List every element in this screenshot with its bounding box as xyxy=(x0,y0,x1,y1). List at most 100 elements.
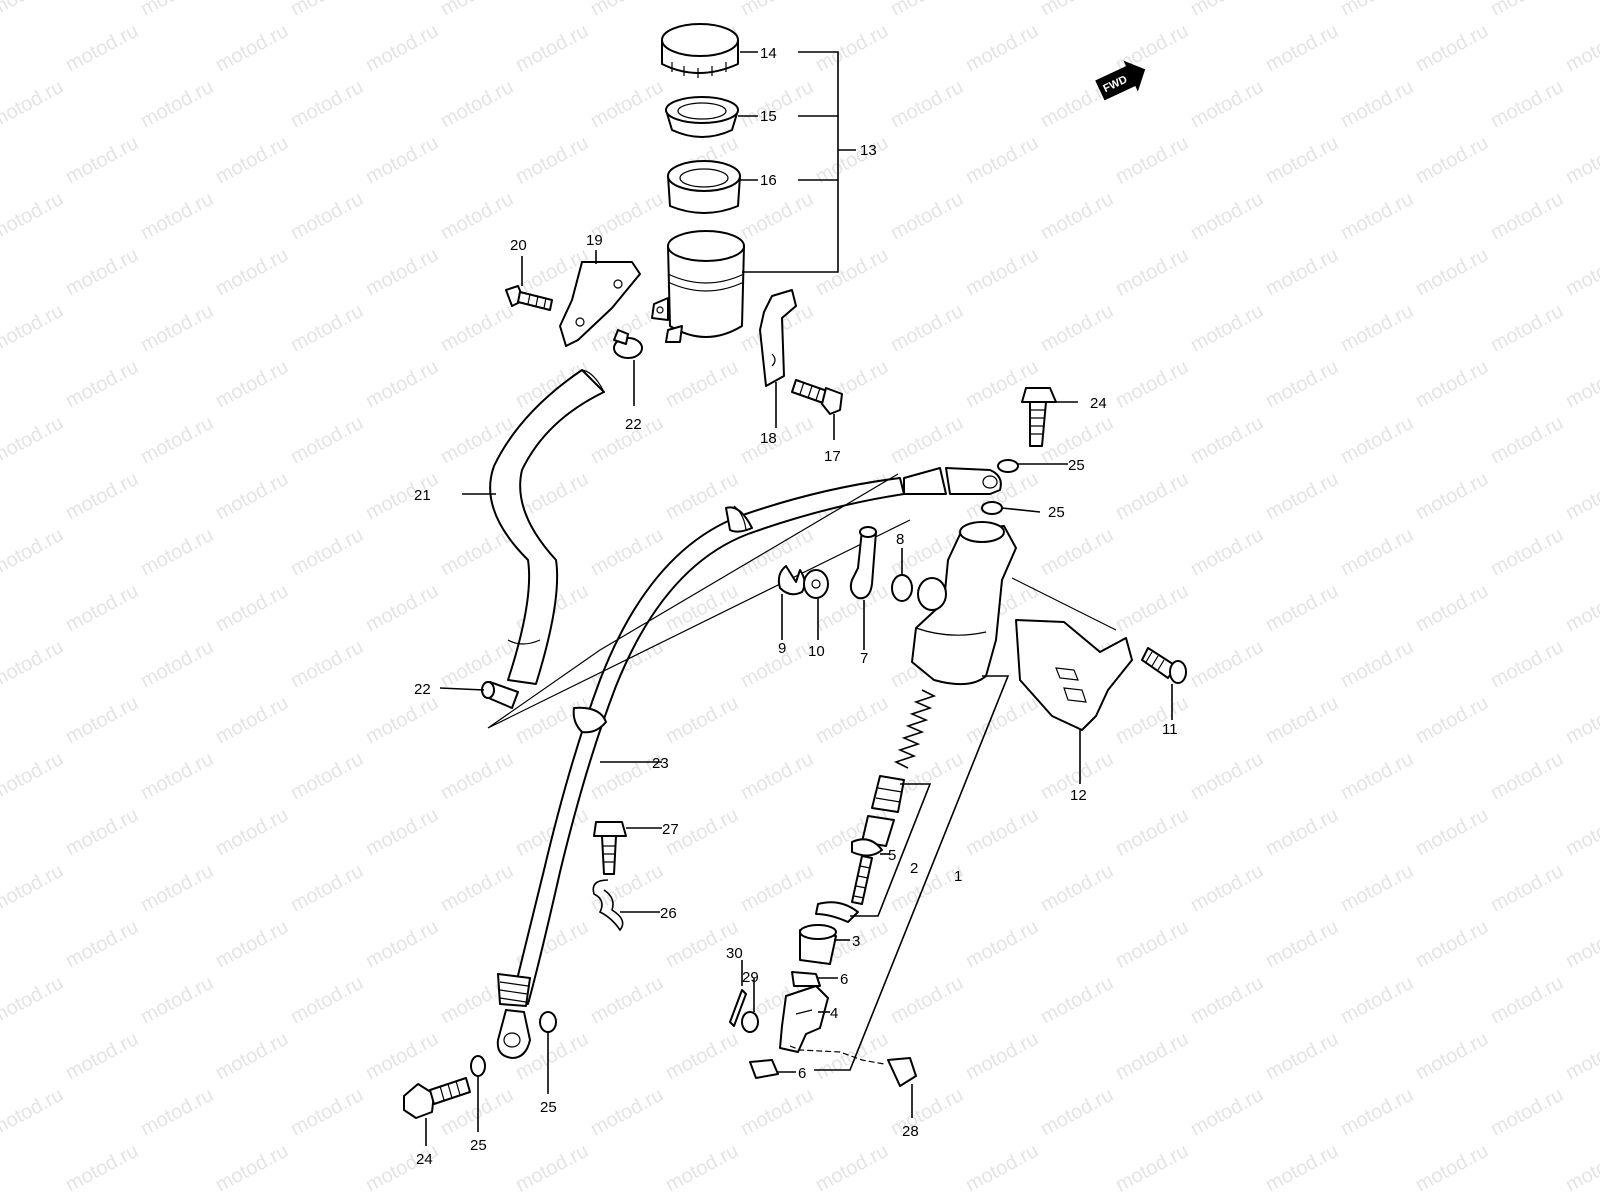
watermark-text: motod.ru xyxy=(287,860,367,916)
watermark-text: motod.ru xyxy=(812,20,892,76)
sealing-washer-lower-1 xyxy=(470,1055,486,1077)
watermark-text: motod.ru xyxy=(1262,804,1342,860)
watermark-text: motod.ru xyxy=(1487,972,1567,1028)
watermark-text: motod.ru xyxy=(212,692,292,748)
bracket-bolt xyxy=(505,285,553,311)
watermark-text: motod.ru xyxy=(1487,748,1567,804)
watermark-text: motod.ru xyxy=(137,76,217,132)
dust-boot xyxy=(799,901,859,965)
callout-4: 4 xyxy=(830,1005,838,1022)
watermark-text: motod.ru xyxy=(1112,1140,1192,1196)
sealing-washer-lower-2 xyxy=(539,1011,557,1033)
watermark-text: motod.ru xyxy=(737,860,817,916)
watermark-text: motod.ru xyxy=(1562,132,1600,188)
watermark-text: motod.ru xyxy=(1187,636,1267,692)
callout-21: 21 xyxy=(414,487,431,504)
banjo-bolt-upper xyxy=(1021,387,1057,447)
watermark-text: motod.ru xyxy=(362,916,442,972)
callout-30: 30 xyxy=(726,945,743,962)
callout-20: 20 xyxy=(510,237,527,254)
lock-nut-upper xyxy=(791,971,821,987)
watermark-text: motod.ru xyxy=(0,524,67,580)
watermark-text: motod.ru xyxy=(0,972,67,1028)
watermark-text: motod.ru xyxy=(287,748,367,804)
watermark-text: motod.ru xyxy=(437,860,517,916)
callout-19: 19 xyxy=(586,232,603,249)
watermark-text: motod.ru xyxy=(1337,972,1417,1028)
watermark-text: motod.ru xyxy=(287,300,367,356)
watermark-text: motod.ru xyxy=(287,524,367,580)
watermark-text: motod.ru xyxy=(1262,916,1342,972)
watermark-text: motod.ru xyxy=(212,916,292,972)
watermark-text: motod.ru xyxy=(1487,1084,1567,1140)
watermark-text: motod.ru xyxy=(137,748,217,804)
watermark-text: motod.ru xyxy=(1337,860,1417,916)
clevis xyxy=(779,985,829,1053)
watermark-text: motod.ru xyxy=(1187,188,1267,244)
callout-18: 18 xyxy=(760,430,777,447)
watermark-text: motod.ru xyxy=(1562,804,1600,860)
watermark-text: motod.ru xyxy=(1187,1084,1267,1140)
watermark-text: motod.ru xyxy=(362,20,442,76)
master-cylinder-body xyxy=(911,521,1017,686)
callout-16: 16 xyxy=(760,172,777,189)
reservoir-bracket xyxy=(559,261,641,347)
watermark-text: motod.ru xyxy=(1187,748,1267,804)
guard-plate-bolt xyxy=(791,379,843,415)
watermark-text: motod.ru xyxy=(362,692,442,748)
cylinder-inlet xyxy=(917,577,947,611)
callout-28: 28 xyxy=(902,1123,919,1140)
watermark-text: motod.ru xyxy=(512,20,592,76)
watermark-text: motod.ru xyxy=(962,1028,1042,1084)
circlip xyxy=(777,565,806,596)
watermark-text: motod.ru xyxy=(1037,300,1117,356)
watermark-text: motod.ru xyxy=(1112,916,1192,972)
watermark-text: motod.ru xyxy=(1112,132,1192,188)
watermark-text: motod.ru xyxy=(1562,1140,1600,1196)
watermark-text: motod.ru xyxy=(0,0,67,20)
watermark-text: motod.ru xyxy=(1112,692,1192,748)
hose-clamp-lower xyxy=(481,681,519,709)
watermark-text: motod.ru xyxy=(887,188,967,244)
forward-arrow-icon: FWD xyxy=(1095,60,1146,101)
watermark-text: motod.ru xyxy=(137,972,217,1028)
watermark-text: motod.ru xyxy=(0,76,67,132)
watermark-text: motod.ru xyxy=(437,76,517,132)
watermark-text: motod.ru xyxy=(137,188,217,244)
watermark-text: motod.ru xyxy=(1187,76,1267,132)
watermark-text: motod.ru xyxy=(437,300,517,356)
watermark-text: motod.ru xyxy=(887,76,967,132)
heat-shield-screw xyxy=(1141,647,1187,684)
watermark-text: motod.ru xyxy=(1337,0,1417,20)
watermark-text: motod.ru xyxy=(1412,468,1492,524)
watermark-text: motod.ru xyxy=(1187,524,1267,580)
watermark-text: motod.ru xyxy=(0,300,67,356)
reservoir-body xyxy=(651,230,745,343)
watermark-text: motod.ru xyxy=(587,524,667,580)
watermark-text: motod.ru xyxy=(62,580,142,636)
callout-11: 11 xyxy=(1162,721,1178,738)
watermark-text: motod.ru xyxy=(0,188,67,244)
watermark-text: motod.ru xyxy=(287,0,367,20)
diaphragm-plate xyxy=(665,96,739,138)
watermark-text: motod.ru xyxy=(1487,636,1567,692)
callout-17: 17 xyxy=(824,448,841,465)
watermark-text: motod.ru xyxy=(137,1084,217,1140)
watermark-text: motod.ru xyxy=(1262,356,1342,412)
callout-29: 29 xyxy=(742,969,759,986)
watermark-text: motod.ru xyxy=(287,76,367,132)
watermark-text: motod.ru xyxy=(212,1028,292,1084)
callout-24-upper: 24 xyxy=(1090,395,1107,412)
callout-26: 26 xyxy=(660,905,677,922)
hose-clip xyxy=(592,879,624,932)
watermark-text: motod.ru xyxy=(587,76,667,132)
callout-2: 2 xyxy=(910,860,918,877)
watermark-text: motod.ru xyxy=(1262,468,1342,524)
watermark-text: motod.ru xyxy=(362,244,442,300)
watermark-text: motod.ru xyxy=(287,1084,367,1140)
watermark-text: motod.ru xyxy=(587,972,667,1028)
callout-25-upper-1: 25 xyxy=(1068,457,1085,474)
watermark-text: motod.ru xyxy=(212,804,292,860)
callout-23: 23 xyxy=(652,755,669,772)
watermark-text: motod.ru xyxy=(62,468,142,524)
